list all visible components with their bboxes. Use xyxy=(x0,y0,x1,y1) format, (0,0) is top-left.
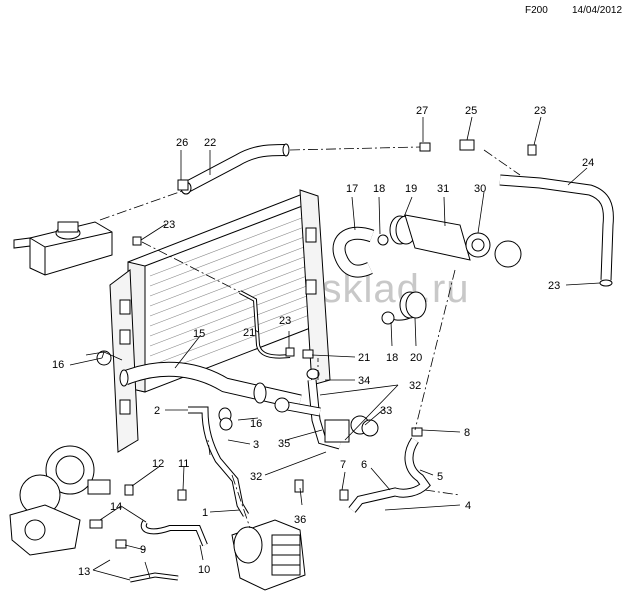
callout-22: 21 xyxy=(358,352,370,364)
callout-2: 2 xyxy=(154,405,160,417)
callout-13: 13 xyxy=(78,566,90,578)
callout-14: 14 xyxy=(110,501,122,513)
thermostat-hose xyxy=(332,226,375,278)
callout-24: 22 xyxy=(204,137,216,149)
callout-7: 7 xyxy=(340,459,346,471)
callout-29a: 26 xyxy=(176,137,188,149)
callout-34: 34 xyxy=(358,375,370,387)
lower-hose xyxy=(119,361,302,410)
callout-32b: 32 xyxy=(250,471,262,483)
callout-23b: 23 xyxy=(279,315,291,327)
callout-30: 30 xyxy=(474,183,486,195)
oil-cooler xyxy=(231,519,306,591)
callout-8: 8 xyxy=(464,427,470,439)
turbocharger xyxy=(9,445,111,556)
callout-1: 1 xyxy=(202,507,208,519)
callout-19: 19 xyxy=(405,183,417,195)
callout-17: 17 xyxy=(346,183,358,195)
callout-27: 24 xyxy=(582,157,594,169)
callout-33: 33 xyxy=(380,405,392,417)
callout-36: 36 xyxy=(294,514,306,526)
callout-4: 4 xyxy=(465,500,471,512)
callout-3: 3 xyxy=(253,439,259,451)
callout-11: 11 xyxy=(178,458,189,470)
callout-28: 25 xyxy=(465,105,477,117)
callout-18a: 18 xyxy=(373,183,385,195)
callout-25: 23 xyxy=(548,280,560,292)
callout-31: 31 xyxy=(437,183,449,195)
callout-29b: 27 xyxy=(416,105,428,117)
callout-26: 23 xyxy=(534,105,546,117)
expansion-tank xyxy=(13,221,113,276)
radiator xyxy=(109,189,331,453)
diagram-date: 14/04/2012 xyxy=(572,5,623,16)
heater-hose xyxy=(499,174,614,287)
callout-9: 9 xyxy=(140,544,146,556)
callout-18b: 18 xyxy=(386,352,398,364)
thermostat-housing xyxy=(383,214,522,321)
callout-6: 6 xyxy=(361,459,367,471)
callout-21: 21 xyxy=(243,327,255,339)
callout-20: 20 xyxy=(410,352,422,364)
callout-23a: 23 xyxy=(163,219,175,231)
callout-15: 15 xyxy=(193,328,205,340)
callout-16a: 16 xyxy=(52,359,64,371)
callout-5: 5 xyxy=(437,471,443,483)
callout-35: 35 xyxy=(278,438,290,450)
diagram-code: F200 xyxy=(525,5,548,16)
coolant-pipe xyxy=(281,368,370,450)
callout-10: 10 xyxy=(198,564,210,576)
callout-16b: 16 xyxy=(250,418,262,430)
callout-12: 12 xyxy=(152,458,164,470)
upper-hose xyxy=(180,143,290,195)
callout-32a: 32 xyxy=(409,380,421,392)
